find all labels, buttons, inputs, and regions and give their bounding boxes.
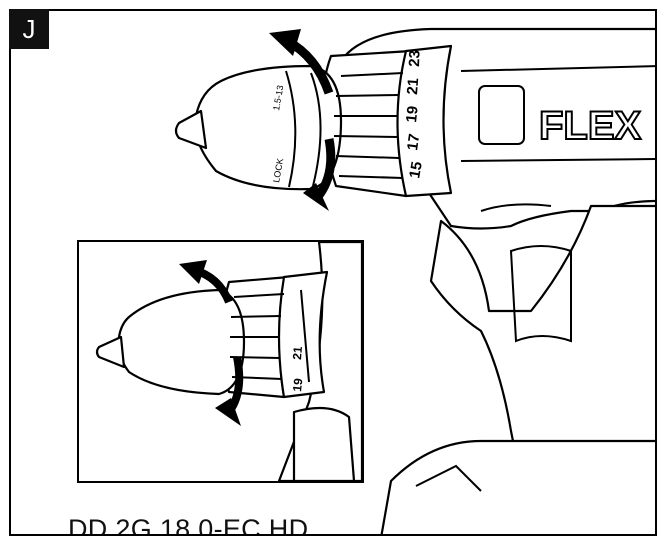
figure-label-badge: J (9, 9, 49, 49)
scale-17: 17 (404, 133, 423, 152)
drill-illustration: FLEX 15 17 19 21 23 1.5-13 LOCK (174, 27, 655, 534)
chuck-lock-text: LOCK (271, 157, 285, 183)
inset-illustration: 19 21 (95, 242, 362, 481)
scale-21: 21 (404, 77, 422, 95)
inset-scale-19: 19 (290, 377, 305, 392)
detail-inset: 19 21 (77, 240, 364, 483)
model-name: DD 2G 18.0-EC HD (68, 514, 309, 536)
brand-text: FLEX (539, 104, 642, 148)
battery-base (380, 439, 655, 534)
chuck-tip (174, 109, 208, 150)
drill-chuck (194, 64, 343, 191)
scale-19: 19 (403, 105, 422, 123)
scale-23: 23 (406, 50, 424, 67)
chuck-size-text: 1.5-13 (271, 84, 285, 111)
inset-scale-21: 21 (290, 346, 305, 361)
figure-frame: FLEX 15 17 19 21 23 1.5-13 LOCK (9, 9, 657, 536)
scale-15: 15 (406, 160, 426, 179)
